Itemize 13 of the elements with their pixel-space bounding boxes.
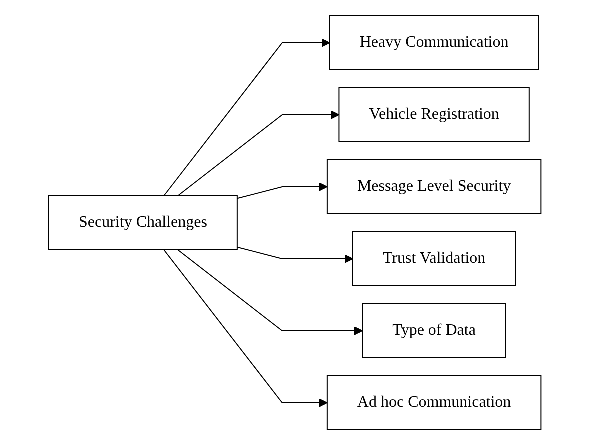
arrow: [236, 182, 328, 200]
arrow: [177, 110, 340, 196]
arrow: [164, 250, 328, 408]
node-box: Trust Validation: [352, 232, 516, 286]
node-box: Message Level Security: [326, 160, 542, 214]
node-box: Vehicle Registration: [338, 88, 530, 142]
node-box: Type of Data: [362, 304, 506, 358]
arrow: [164, 38, 330, 196]
arrow: [177, 250, 363, 336]
arrow: [236, 246, 354, 264]
node-box: Ad hoc Communication: [326, 376, 542, 430]
node-box: Heavy Communication: [329, 16, 540, 70]
node-box: Security Challenges: [48, 196, 238, 250]
